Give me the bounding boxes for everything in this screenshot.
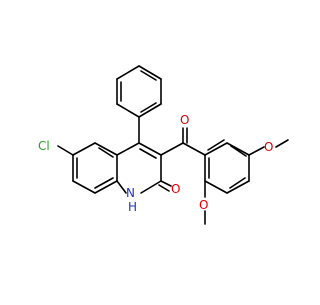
bond-double-inner bbox=[139, 148, 157, 159]
bond bbox=[116, 103, 140, 118]
bond bbox=[226, 142, 250, 156]
bond bbox=[226, 180, 250, 194]
bond bbox=[116, 142, 140, 156]
bond bbox=[138, 65, 162, 80]
bond-double-inner bbox=[230, 145, 247, 157]
molecule-diagram: Cl N H O O O O bbox=[38, 65, 289, 225]
bond-c-o bbox=[158, 184, 170, 192]
bond bbox=[204, 142, 228, 156]
bond-c-cl bbox=[57, 145, 74, 156]
bond bbox=[72, 180, 96, 194]
bond bbox=[160, 142, 184, 156]
bond bbox=[138, 142, 162, 156]
bond-double-inner bbox=[94, 177, 114, 189]
molecule-svg: Cl N H O O O O bbox=[38, 65, 289, 225]
bond bbox=[94, 142, 118, 156]
bond bbox=[116, 180, 127, 194]
nitrogen-label: N bbox=[126, 186, 135, 200]
nitrogen-h-label: H bbox=[128, 200, 137, 214]
bond bbox=[248, 146, 265, 156]
lower-methoxy-oxygen-label: O bbox=[199, 198, 208, 212]
bond bbox=[138, 103, 162, 118]
chlorine-label: Cl bbox=[38, 139, 50, 153]
bond bbox=[116, 65, 140, 80]
bond-double-inner bbox=[229, 177, 246, 189]
upper-methoxy-oxygen-label: O bbox=[264, 140, 273, 154]
bond bbox=[204, 180, 228, 194]
bond bbox=[182, 142, 206, 156]
bond-double-inner bbox=[207, 139, 225, 151]
atom-labels: Cl N H O O O O bbox=[38, 113, 273, 214]
bond-c-o bbox=[160, 180, 172, 187]
bond-double-inner bbox=[140, 102, 157, 113]
bond bbox=[140, 180, 162, 194]
ketone-oxygen-label: O bbox=[180, 113, 189, 127]
bond-double-inner bbox=[98, 147, 114, 158]
bond bbox=[72, 142, 96, 156]
bond bbox=[94, 180, 118, 194]
bond bbox=[275, 139, 289, 148]
bonds bbox=[57, 65, 289, 225]
bond-double-inner bbox=[140, 70, 157, 81]
ring-carbonyl-oxygen-label: O bbox=[171, 182, 180, 196]
